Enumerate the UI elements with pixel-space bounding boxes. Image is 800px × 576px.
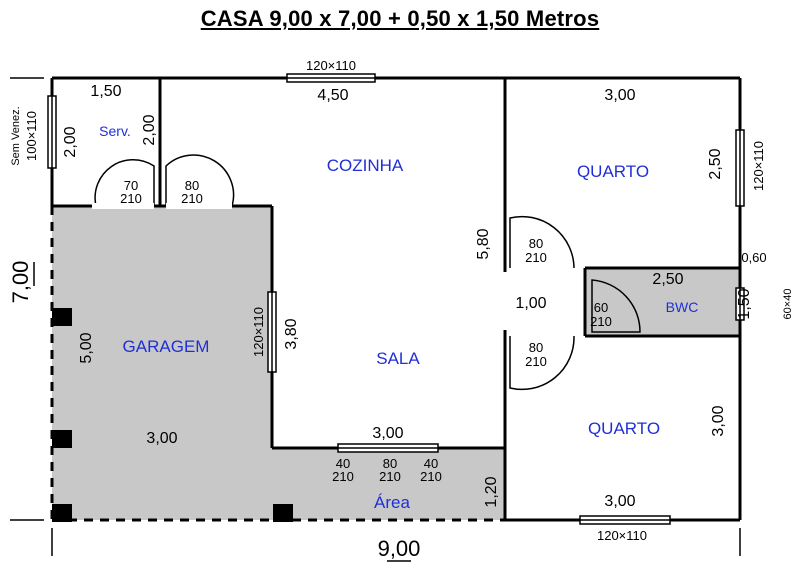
door-label-serv-h: 210 <box>120 191 142 206</box>
doors <box>94 154 641 391</box>
door-label-area-c-h: 210 <box>420 469 442 484</box>
window-label-garagem: 120×110 <box>251 307 266 357</box>
door-label-cozinha-w: 80 <box>185 178 199 193</box>
door-label-area-b-w: 80 <box>383 456 397 471</box>
room-label-garagem: GARAGEM <box>123 337 210 356</box>
window-label-bwc: 60×40 <box>782 289 794 320</box>
room-label-quarto-top: QUARTO <box>577 162 649 181</box>
dim-garagem-height: 5,00 <box>78 332 95 363</box>
window-label-serv-left-1: Sem Venez. <box>10 106 22 165</box>
door-label-bwc-w: 60 <box>594 300 608 315</box>
door-label-serv-w: 70 <box>124 178 138 193</box>
room-label-bwc: BWC <box>666 299 699 315</box>
door-quarto-top <box>509 215 575 269</box>
service-area <box>272 448 506 520</box>
dim-bwc-width: 2,50 <box>652 271 683 288</box>
window-label-bottom: 120×110 <box>597 528 647 543</box>
door-label-area-c-w: 40 <box>424 456 438 471</box>
door-label-quarto2-h: 210 <box>525 354 547 369</box>
garage-area <box>52 206 272 520</box>
room-label-area: Área <box>374 493 410 512</box>
dim-overall-height: 7,00 <box>8 261 33 304</box>
dim-garagem-wall: 3,80 <box>283 318 300 349</box>
dim-sala-bottom-width: 3,00 <box>372 425 403 442</box>
page-title: CASA 9,00 x 7,00 + 0,50 x 1,50 Metros <box>200 6 600 31</box>
dim-hall-height: 5,80 <box>475 228 492 259</box>
bathroom-area <box>585 268 740 336</box>
door-bwc <box>591 279 641 333</box>
door-cozinha <box>165 154 235 207</box>
dim-overall-width: 9,00 <box>378 536 421 561</box>
window-label-top: 120×110 <box>306 58 356 73</box>
window-label-quarto-right: 120×110 <box>751 141 766 191</box>
door-label-area-b-h: 210 <box>379 469 401 484</box>
door-serv <box>94 159 155 207</box>
dim-quarto-bottom-width: 3,00 <box>604 493 635 510</box>
dim-bwc-height: 1,50 <box>736 288 753 319</box>
door-label-quarto-h: 210 <box>525 250 547 265</box>
dim-area-height: 1,20 <box>483 476 500 507</box>
door-quarto-bottom <box>509 335 575 391</box>
room-label-quarto-bottom: QUARTO <box>588 419 660 438</box>
pillars <box>52 308 293 522</box>
room-label-sala: SALA <box>376 349 420 368</box>
door-label-quarto-w: 80 <box>529 236 543 251</box>
door-label-bwc-h: 210 <box>590 314 612 329</box>
room-label-serv: Serv. <box>99 123 131 139</box>
dim-quarto-top-height: 2,50 <box>707 148 724 179</box>
dim-serv-height: 2,00 <box>62 126 79 157</box>
dim-hall-width: 1,00 <box>515 295 546 312</box>
door-label-quarto2-w: 80 <box>529 340 543 355</box>
dim-garagem-width: 3,00 <box>146 430 177 447</box>
door-label-cozinha-h: 210 <box>181 191 203 206</box>
dim-serv-width: 1,50 <box>90 83 121 100</box>
dim-quarto-top-width: 3,00 <box>604 87 635 104</box>
window-label-serv-left-2: 100×110 <box>24 111 39 161</box>
dim-bwc-offset: 0,60 <box>741 250 766 265</box>
dimension-lines <box>10 77 741 562</box>
door-label-area-a-h: 210 <box>332 469 354 484</box>
room-label-cozinha: COZINHA <box>327 156 404 175</box>
dim-cozinha-width: 4,50 <box>317 87 348 104</box>
dim-partition-height: 2,00 <box>141 114 158 145</box>
door-label-area-a-w: 40 <box>336 456 350 471</box>
dim-quarto-bottom-height: 3,00 <box>710 405 727 436</box>
windows <box>47 73 745 525</box>
